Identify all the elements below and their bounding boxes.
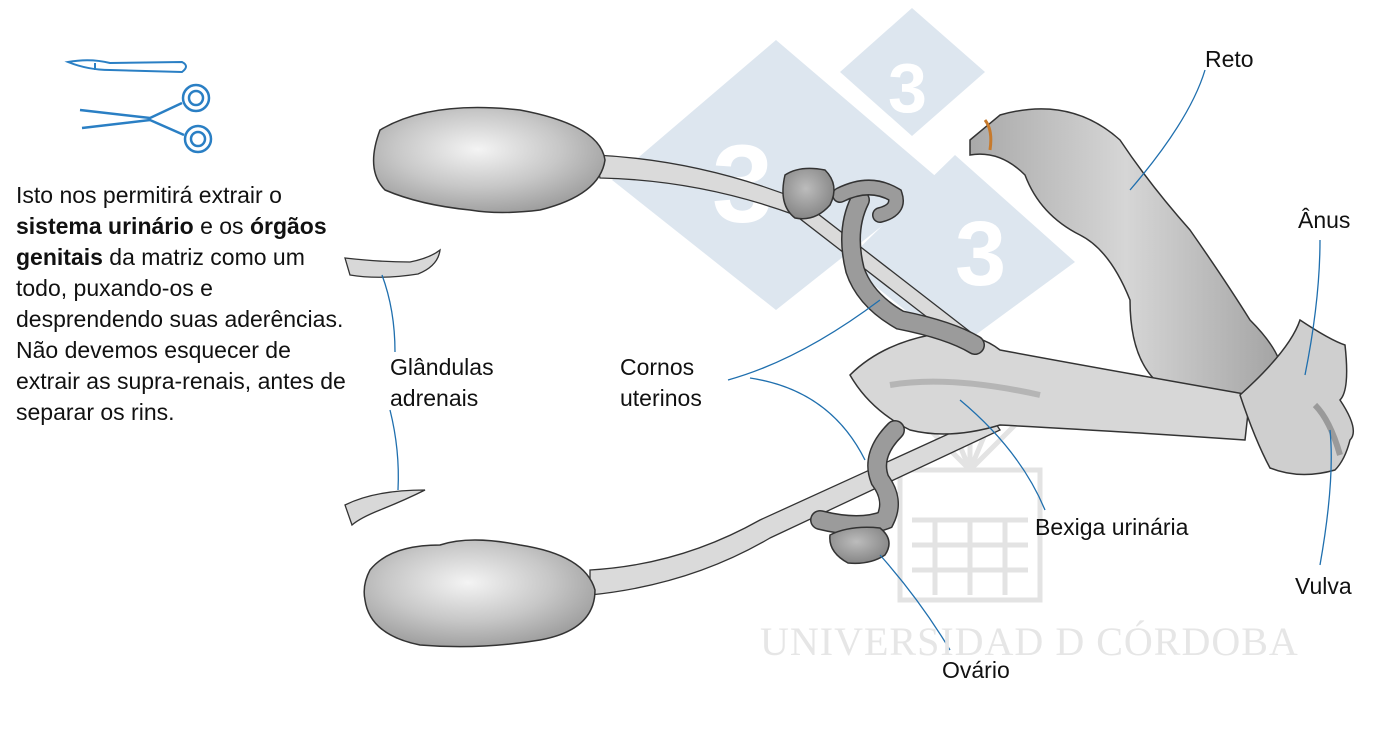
leader-line-anus [1304,239,1321,376]
label-ovario: Ovário [942,657,1010,683]
label-cornos-line1: Cornos [620,354,695,380]
uterine-horn-lower [810,420,905,535]
label-cornos-uterinos: Cornos uterinos [620,352,702,414]
leader-line-reto [1129,69,1206,191]
label-vulva: Vulva [1295,573,1352,599]
label-glandulas-adrenais: Glândulas adrenais [390,352,494,414]
adrenal-gland-upper [344,248,441,278]
leader-line-ovario [879,554,951,651]
leader-line-vulva [1319,429,1332,566]
watermark-digit-3: 3 [955,203,1006,305]
ovary-upper [782,167,835,220]
label-anus: Ânus [1298,207,1351,233]
vulva [1239,318,1355,476]
label-reto: Reto [1205,46,1254,72]
description-text: Isto nos permitirá extrair o sistema uri… [16,182,346,425]
label-cornos-line2: uterinos [620,385,702,411]
label-bexiga-urinaria: Bexiga urinária [1035,514,1189,540]
kidney-upper [372,106,606,214]
ureter-lower [589,414,1001,596]
ovary-lower [829,526,890,565]
scalpel-icon [64,59,187,74]
scissors-icon [79,83,213,154]
leader-line-glandulas-lower [389,409,399,491]
watermark-digit-2: 3 [888,49,927,127]
leader-line-bexiga [959,399,1046,511]
watermark-institution-text: UNIVERSIDAD D CÓRDOBA [760,619,1299,664]
leader-line-cornos-upper [727,299,881,381]
uterine-horn-upper [832,179,985,355]
kidney-lower [363,539,596,648]
label-glandulas-line2: adrenais [390,385,479,411]
adrenal-gland-lower [344,489,426,527]
leader-line-glandulas-upper [381,274,396,353]
leader-line-cornos-lower [749,377,866,461]
label-glandulas-line1: Glândulas [390,354,494,380]
